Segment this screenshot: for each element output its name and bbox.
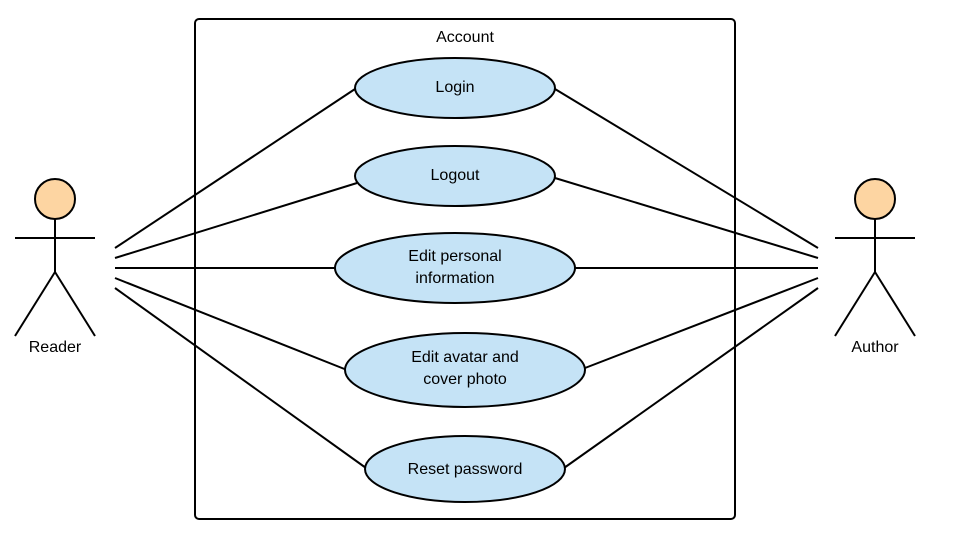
use-case-logout: Logout: [354, 145, 556, 207]
system-title: Account: [436, 29, 494, 46]
actor-author-left-leg: [834, 271, 876, 337]
use-case-edit-personal-information-ellipse: [334, 232, 576, 304]
actor-author: Author: [834, 178, 916, 356]
actor-reader-label: Reader: [29, 339, 82, 356]
association-reader-logout: [114, 182, 358, 259]
association-author-reset-password: [563, 287, 819, 469]
association-reader-edit-avatar-and-cover-photo: [114, 277, 348, 371]
use-case-edit-personal-information-label-line-2: information: [415, 270, 494, 287]
actor-author-right-leg: [874, 271, 916, 337]
actor-reader: Reader: [14, 178, 96, 356]
actor-author-label: Author: [851, 339, 899, 356]
use-case-reset-password-label: Reset password: [408, 461, 523, 478]
association-author-edit-avatar-and-cover-photo: [584, 277, 819, 369]
use-case-login: Login: [354, 57, 556, 119]
use-case-edit-personal-information-label-line-1: Edit personal: [408, 248, 501, 265]
association-reader-login: [114, 88, 356, 249]
use-case-edit-avatar-and-cover-photo: Edit avatar and cover photo: [344, 332, 586, 408]
use-case-login-label: Login: [435, 79, 474, 96]
use-case-logout-label: Logout: [431, 167, 480, 184]
actor-reader-left-leg: [14, 271, 56, 337]
use-case-logout-ellipse: [354, 145, 556, 207]
association-author-login: [554, 88, 819, 249]
use-case-reset-password-ellipse: [364, 435, 566, 503]
actor-author-head: [854, 178, 896, 220]
use-case-edit-personal-information: Edit personal information: [334, 232, 576, 304]
actor-reader-head: [34, 178, 76, 220]
author-associations: [554, 88, 819, 469]
actor-reader-right-leg: [54, 271, 96, 337]
use-case-edit-avatar-and-cover-photo-label-line-1: Edit avatar and: [411, 349, 519, 366]
use-case-edit-avatar-and-cover-photo-ellipse: [344, 332, 586, 408]
use-case-edit-avatar-and-cover-photo-label-line-2: cover photo: [423, 371, 507, 388]
use-case-reset-password: Reset password: [364, 435, 566, 503]
association-reader-reset-password: [114, 287, 367, 469]
use-case-login-ellipse: [354, 57, 556, 119]
association-author-logout: [554, 177, 819, 259]
reader-associations: [114, 88, 367, 469]
